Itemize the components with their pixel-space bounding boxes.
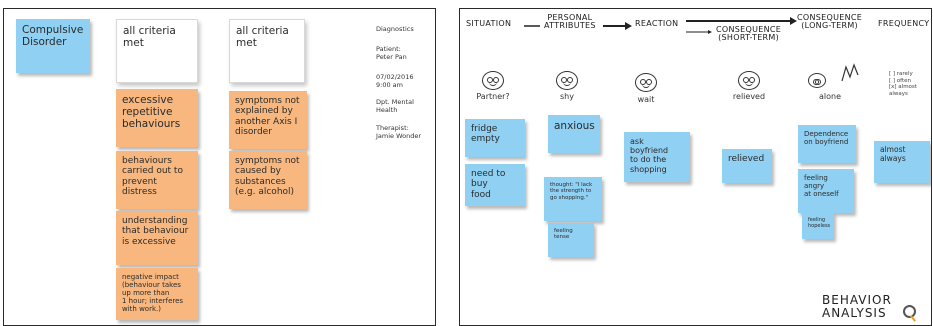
note-relieved[interactable]: relieved xyxy=(722,149,772,183)
header-frequency: FREQUENCY xyxy=(878,19,930,28)
header-reaction: REACTION xyxy=(635,19,679,28)
note-thought-lack-strength[interactable]: thought: "I lack the strength to go shop… xyxy=(544,177,602,221)
note-fridge-empty[interactable]: fridge empty xyxy=(465,119,525,157)
department-info: Dpt. Mental Health xyxy=(376,98,414,115)
note-anxious[interactable]: anxious xyxy=(548,115,600,153)
face-label-alone: alone xyxy=(818,92,841,101)
criteria-note-substances[interactable]: symptoms not caused by substances (e.g. … xyxy=(229,151,307,209)
criteria-note-negative-impact[interactable]: negative impact (behaviour takes up more… xyxy=(116,268,198,320)
criteria-note-prevent-distress[interactable]: behaviours carried out to prevent distre… xyxy=(116,151,198,209)
note-almost-always[interactable]: almost always xyxy=(874,141,930,183)
frequency-legend: [ ] rarely [ ] often [x] almost always xyxy=(889,71,917,97)
note-need-to-buy-food[interactable]: need to buy food xyxy=(465,164,525,206)
note-dependence-on-boyfriend[interactable]: Dependence on boyfriend xyxy=(798,125,856,163)
header-situation: SITUATION xyxy=(466,19,512,28)
therapist-info: Therapist: Jamie Wonder xyxy=(376,124,422,141)
criteria-head-note-1[interactable]: all criteria met xyxy=(116,19,198,83)
face-label-wait: wait xyxy=(637,95,655,104)
face-shy-icon xyxy=(556,71,578,90)
arrowhead-long-term xyxy=(790,17,797,25)
face-label-partner: Partner? xyxy=(476,92,510,101)
face-wait-icon xyxy=(635,73,657,92)
face-label-shy: shy xyxy=(560,92,574,101)
header-personal-attributes: PERSONAL ATTRIBUTES xyxy=(544,13,596,31)
criteria-head-note-2[interactable]: all criteria met xyxy=(229,19,305,83)
behavior-analysis-board: SITUATION PERSONAL ATTRIBUTES REACTION C… xyxy=(459,8,932,326)
note-ask-boyfriend[interactable]: ask boyfriend to do the shopping xyxy=(624,132,690,182)
condition-note[interactable]: Compulsive Disorder xyxy=(16,19,90,73)
header-consequence-long: CONSEQUENCE (LONG-TERM) xyxy=(797,13,863,31)
diagnostics-label: Diagnostics xyxy=(376,25,414,33)
criteria-note-excessive[interactable]: excessive repetitive behaviours xyxy=(116,89,198,147)
board-title: BEHAVIOR ANALYSIS xyxy=(822,293,892,320)
face-partner-icon xyxy=(482,71,504,90)
angry-symbol-icon xyxy=(841,63,859,82)
appointment-datetime: 07/02/2016 9:00 am xyxy=(376,73,414,90)
note-feeling-hopeless[interactable]: feeling hopeless xyxy=(802,213,834,239)
diagnostics-board: Compulsive Disorder all criteria met all… xyxy=(3,8,436,326)
note-feeling-angry[interactable]: feeling angry at oneself xyxy=(798,169,854,213)
arrowhead-reaction xyxy=(625,22,632,30)
magnifier-icon xyxy=(903,305,916,318)
face-label-relieved: relieved xyxy=(732,92,766,101)
face-alone-icon xyxy=(808,73,826,88)
note-feeling-tense[interactable]: feeling tense xyxy=(548,223,594,257)
criteria-note-axis-one[interactable]: symptoms not explained by another Axis I… xyxy=(229,91,307,149)
arrowhead-short-term xyxy=(708,30,712,34)
criteria-note-understanding[interactable]: understanding that behaviour is excessiv… xyxy=(116,211,198,265)
face-relieved-icon xyxy=(738,71,760,90)
header-consequence-short: CONSEQUENCE (SHORT-TERM) xyxy=(716,25,782,43)
patient-info: Patient: Peter Pan xyxy=(376,45,407,62)
